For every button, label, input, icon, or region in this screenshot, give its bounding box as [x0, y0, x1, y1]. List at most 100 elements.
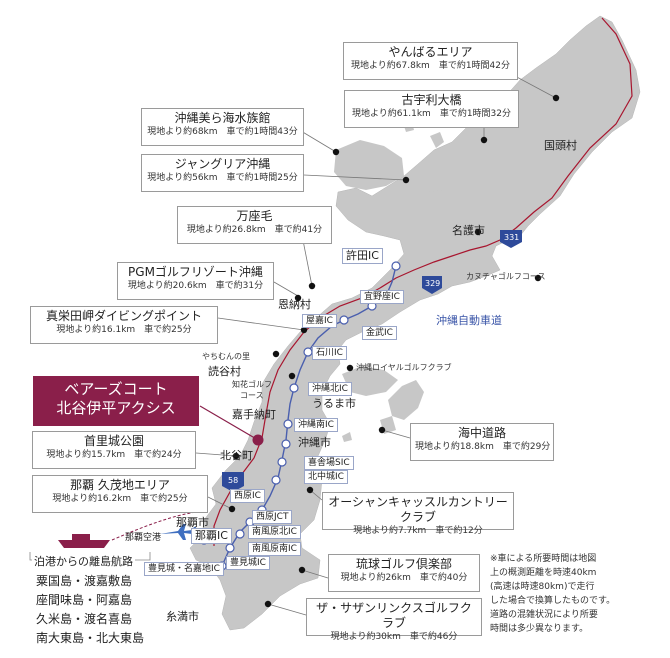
ferry-route — [111, 511, 197, 541]
ferry-title: 泊港からの離島航路 — [32, 553, 135, 569]
kaichu-islands — [388, 380, 424, 420]
marker-churaumi — [332, 148, 340, 156]
marker-kouri — [480, 136, 488, 144]
callout-title: 沖縄美ら海水族館 — [174, 111, 271, 125]
poi-markers — [228, 94, 560, 608]
island-north-a — [430, 132, 444, 148]
label-expressway: 沖縄自動車道 — [436, 314, 502, 327]
marker-pgm — [294, 294, 302, 302]
note-line: 上の概測距離を時速40km — [490, 568, 597, 578]
ic-label-haebaruminami: 南風原南IC — [248, 542, 301, 556]
callout-detail: 現地より約67.8km 車で約1時間42分 — [350, 61, 511, 71]
marker-chibana — [288, 372, 296, 380]
callout-detail: 現地より約7.7km 車で約12分 — [353, 526, 483, 536]
ic-label-ginoza: 宜野座IC — [360, 290, 404, 304]
callout-ryukyu: 琉球ゴルフ倶楽部 現地より約26km 車で約40分 — [328, 554, 480, 592]
callout-title: 那覇 久茂地エリア — [70, 478, 170, 492]
route-329-number: 329 — [425, 279, 441, 288]
label-chibana-2: コース — [240, 391, 264, 400]
marker-shuri — [232, 452, 240, 460]
marker-ryukyu — [298, 566, 306, 574]
ship-icon — [58, 534, 110, 548]
ic-label-nishihara: 西原IC — [230, 489, 265, 503]
callout-title: オーシャンキャッスルカントリークラブ — [328, 495, 508, 524]
marker-kaichu — [378, 426, 386, 434]
label-kanucha: カヌチャゴルフコース — [466, 272, 546, 281]
place-onna: 恩納村 — [278, 298, 311, 311]
callout-detail: 現地より約20.6km 車で約31分 — [127, 281, 264, 291]
callout-detail: 現地より約26.8km 車で約41分 — [186, 225, 323, 235]
callout-oceancastle: オーシャンキャッスルカントリークラブ 現地より約7.7km 車で約12分 — [322, 492, 514, 536]
marker-southern — [264, 600, 272, 608]
okinawa-island — [189, 15, 641, 631]
marker-maeda — [300, 326, 308, 334]
island-list: 粟国島・渡嘉敷島 座間味島・阿嘉島 久米島・渡名喜島 南大東島・北大東島 — [36, 572, 144, 648]
highlight-connector — [199, 405, 259, 441]
callout-yanbaru: やんばるエリア 現地より約67.8km 車で約1時間42分 — [343, 42, 518, 80]
callout-manzamo: 万座毛 現地より約26.8km 車で約41分 — [177, 206, 332, 244]
route-331-shield — [500, 230, 522, 248]
callout-detail: 現地より約16.1km 車で約25分 — [56, 325, 192, 335]
island-item: 座間味島・阿嘉島 — [36, 593, 133, 607]
callout-detail: 現地より約15.7km 車で約24分 — [46, 450, 182, 460]
callout-detail: 現地より約16.2km 車で約25分 — [52, 494, 188, 504]
place-kunigami: 国頭村 — [544, 139, 577, 152]
route-58-number: 58 — [228, 476, 239, 485]
national-route-58 — [213, 17, 633, 546]
callout-title: 古宇利大橋 — [401, 93, 462, 107]
place-naha: 那覇市 — [176, 516, 209, 529]
callout-detail: 現地より約68km 車で約1時間43分 — [147, 127, 298, 137]
callout-title: 万座毛 — [236, 209, 273, 223]
place-yomitan: 読谷村 — [208, 365, 241, 378]
property-name-line1: ベアーズコート — [64, 380, 168, 398]
katsuren-peninsula — [342, 366, 398, 396]
ic-label-haebarukita: 南風原北IC — [248, 525, 301, 539]
ic-label-naha: 那覇IC — [191, 528, 232, 544]
marker-oceancastle — [306, 486, 314, 494]
callout-detail: 現地より約56km 車で約1時間25分 — [147, 173, 298, 183]
callout-detail: 現地より約30km 車で約46分 — [330, 632, 458, 642]
ic-label-kin: 金武IC — [362, 326, 397, 340]
place-uruma: うるま市 — [312, 397, 356, 410]
ic-label-okinawakita: 沖縄北IC — [308, 382, 352, 396]
marker-royal — [346, 364, 354, 372]
place-chatan: 北谷町 — [220, 449, 253, 462]
marker-manzamo — [308, 282, 316, 290]
callout-title: 真栄田岬ダイビングポイント — [45, 309, 202, 323]
callout-kouri: 古宇利大橋 現地より約61.1km 車で約1時間32分 — [344, 90, 519, 128]
airplane-icon — [160, 524, 196, 540]
ic-label-okinawaminami: 沖縄南IC — [294, 418, 338, 432]
ic-label-kyoda: 許田IC — [342, 248, 383, 264]
leader-lines — [195, 67, 557, 616]
note-line: 道路の混雑状況により所要 — [490, 610, 598, 620]
note-line: 時間は多少異なります。 — [490, 624, 589, 634]
ic-label-tomigusukuic: 豊見城IC — [226, 556, 270, 570]
marker-nago — [474, 228, 482, 236]
callout-shuri: 首里城公園 現地より約15.7km 車で約24分 — [32, 431, 196, 469]
callout-title: PGMゴルフリゾート沖縄 — [128, 265, 263, 279]
ic-label-nishiharajct: 西原JCT — [252, 510, 293, 524]
marker-kanucha — [534, 274, 542, 282]
tsuken-island — [342, 432, 352, 442]
label-chibana-1: 知花ゴルフ — [232, 380, 272, 389]
island-item: 粟国島・渡嘉敷島 — [36, 574, 133, 588]
property-name-line2: 北谷伊平アクシス — [56, 399, 176, 417]
travel-time-note: ※車による所要時間は地図 上の概測距離を時速40km (高速は時速80km)で走… — [490, 552, 660, 636]
callout-title: 首里城公園 — [83, 434, 144, 448]
note-line: ※車による所要時間は地図 — [490, 554, 597, 564]
callout-southern: ザ・サザンリンクスゴルフクラブ 現地より約30km 車で約46分 — [306, 598, 482, 642]
route-331-number: 331 — [504, 233, 520, 242]
callout-title: やんばるエリア — [388, 45, 473, 59]
marker-yachimun — [272, 350, 280, 358]
ic-label-kishaba: 喜舎場SIC — [304, 456, 354, 470]
property-marker — [252, 434, 264, 446]
callout-detail: 現地より約26km 車で約40分 — [340, 573, 468, 583]
place-airport: 那覇空港 — [125, 533, 162, 543]
route-58-shield — [222, 472, 244, 492]
callout-junglia: ジャングリア沖縄 現地より約56km 車で約1時間25分 — [141, 154, 304, 192]
callout-pgm: PGMゴルフリゾート沖縄 現地より約20.6km 車で約31分 — [117, 262, 274, 300]
label-royal: 沖縄ロイヤルゴルフクラブ — [356, 363, 452, 372]
property-label: ベアーズコート 北谷伊平アクシス — [33, 376, 199, 426]
ic-label-kitanakagusuku: 北中城IC — [304, 470, 348, 484]
